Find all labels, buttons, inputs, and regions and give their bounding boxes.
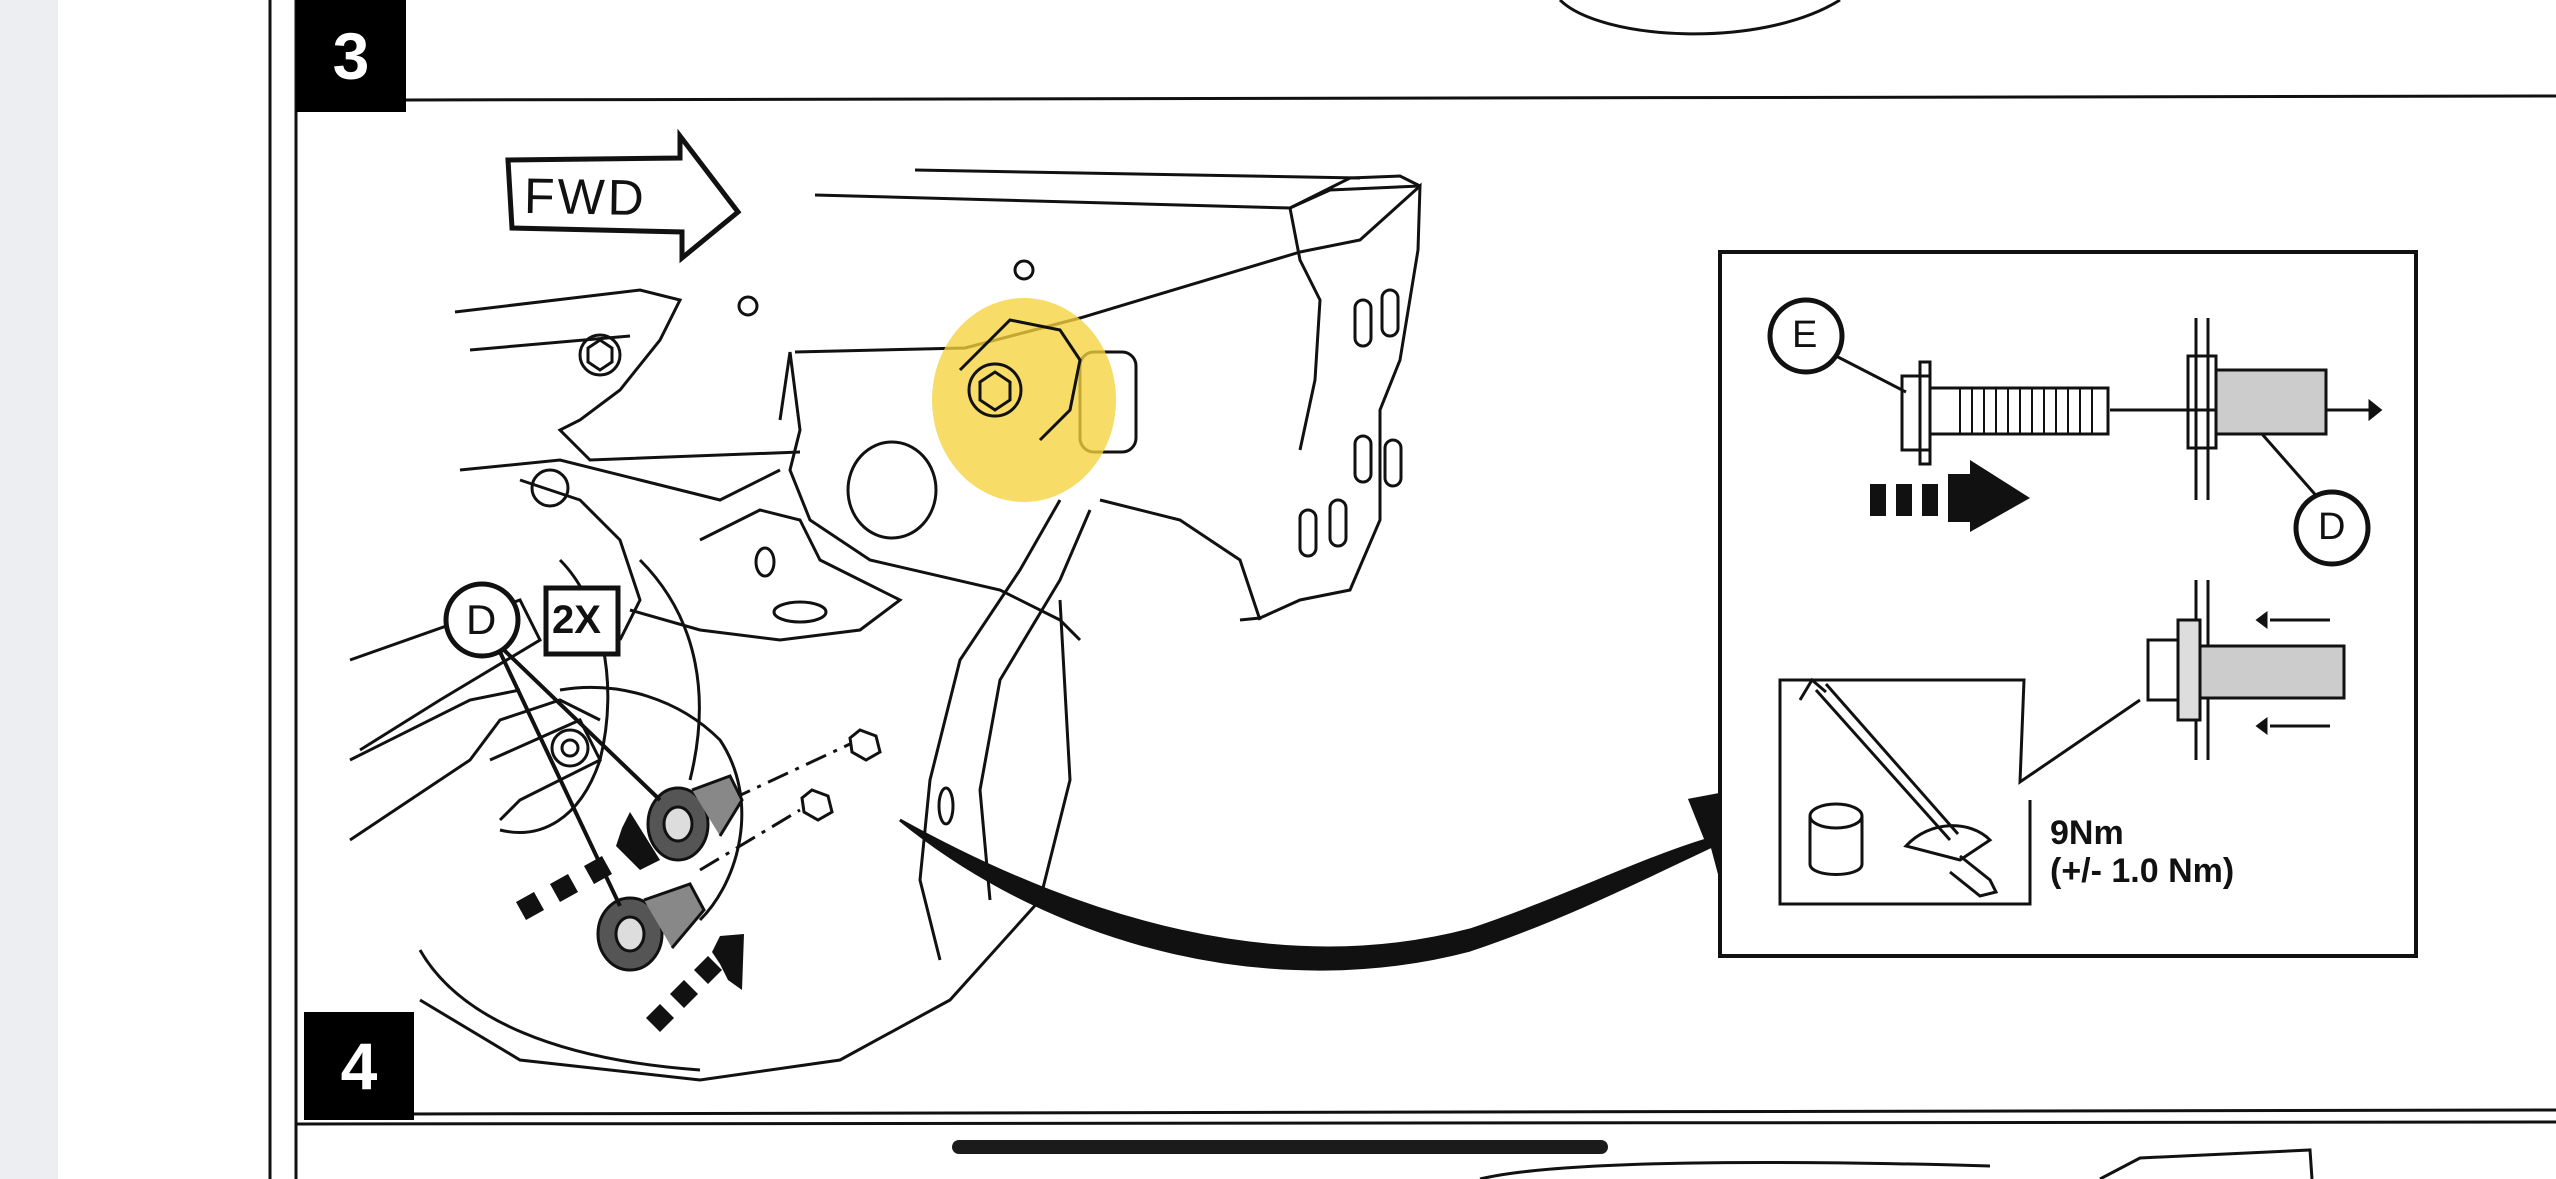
callout-e-circle: [1767, 297, 1845, 375]
next-step-remnant: [1479, 1148, 2314, 1179]
install-arrow-icon: [516, 812, 660, 920]
callout-d-detail-label: D: [2318, 506, 2346, 548]
detail-insert-arrow-icon: [1870, 460, 2030, 532]
install-arrows: [516, 812, 744, 1032]
quantity-box: [543, 585, 621, 657]
page-frame: [268, 0, 2556, 1179]
callout-d-label: D: [466, 596, 497, 643]
detail-installed-view: [1778, 580, 2346, 906]
quantity-label: 2X: [552, 598, 601, 642]
direction-label: FWD: [523, 167, 648, 227]
detail-bolt-assembly: [1767, 297, 2383, 567]
home-indicator-bar[interactable]: [952, 1140, 1608, 1154]
callout-leaders: [498, 648, 662, 907]
callout-d-circle: [443, 581, 521, 659]
step-badge-3: 3: [296, 0, 406, 112]
previous-step-remnant: [1558, 0, 1841, 36]
highlighted-bolt: [932, 298, 1116, 502]
forward-arrow-icon: [505, 128, 742, 264]
step-badge-4: 4: [304, 1012, 414, 1120]
detail-pointer-arrow: [899, 786, 1757, 971]
rivet-nut-parts: [596, 774, 744, 972]
rivet-nut-upper: [646, 774, 744, 862]
rivet-nut-lower: [596, 882, 706, 972]
torque-value: 9Nm: [2050, 814, 2124, 852]
viewer-left-gutter: [0, 0, 58, 1179]
torque-tolerance: (+/- 1.0 Nm): [2050, 852, 2235, 890]
callout-d-detail-circle: [2293, 489, 2371, 567]
install-arrow-icon: [646, 934, 744, 1032]
socket-icon: [1808, 802, 1864, 876]
frame-rail: [419, 168, 1422, 1082]
torque-wrench-icon: [1798, 677, 1999, 898]
mounting-studs: [699, 728, 882, 872]
callout-e-label: E: [1792, 314, 1818, 356]
